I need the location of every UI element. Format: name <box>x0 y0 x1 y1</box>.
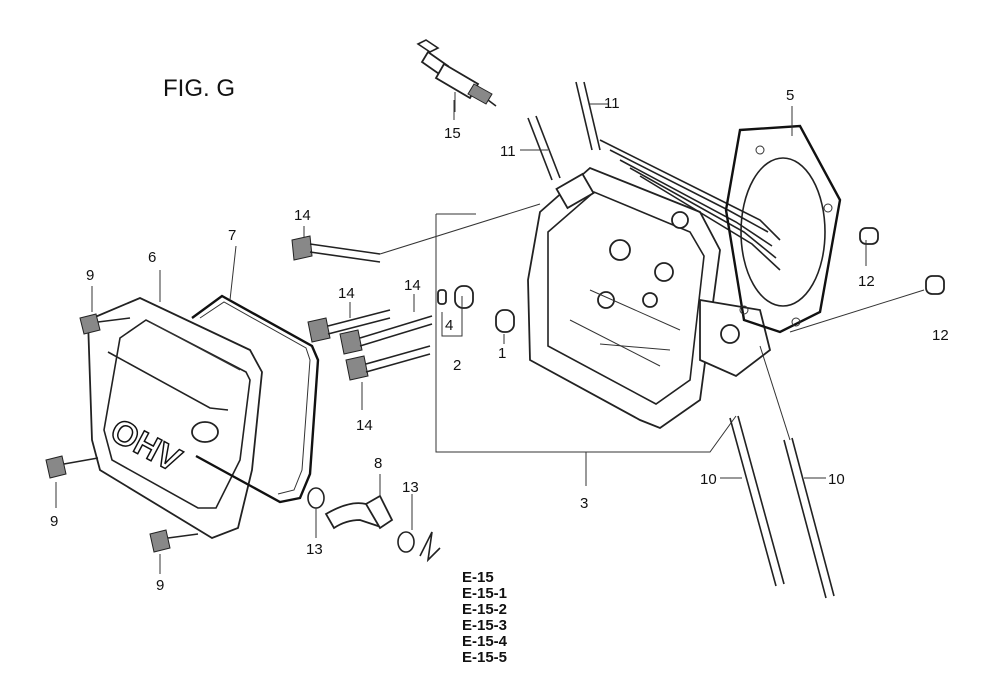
part-label-14-lower: 14 <box>356 417 373 434</box>
part-label-9-top: 9 <box>86 267 94 284</box>
stud-10-right <box>759 345 835 599</box>
part-label-12-b: 12 <box>932 327 949 344</box>
part-label-10-right: 10 <box>828 471 845 488</box>
stud-11-right <box>575 81 601 151</box>
part-label-14-long: 14 <box>294 207 311 224</box>
bolt-14-lower <box>345 345 431 381</box>
reference-code: E-15-2 <box>462 601 507 618</box>
bolt-14-upper <box>307 309 391 343</box>
part-label-5: 5 <box>786 87 794 104</box>
part-label-2: 2 <box>453 357 461 374</box>
bolt-14-mid <box>339 315 433 355</box>
stud-10-left <box>729 415 785 587</box>
dowel-12-a <box>859 227 879 245</box>
part-label-7: 7 <box>228 227 236 244</box>
part-label-8: 8 <box>374 455 382 472</box>
part-label-9-middle: 9 <box>50 513 58 530</box>
reference-code: E-15-5 <box>462 649 507 666</box>
reference-code: E-15-3 <box>462 617 507 634</box>
head-cover-gasket <box>191 294 320 504</box>
bracket-2-4 <box>441 296 463 337</box>
figure-title: FIG. G <box>163 75 235 102</box>
bracket-3 <box>435 214 737 453</box>
breather-tube <box>324 474 394 530</box>
part-label-15: 15 <box>444 125 461 142</box>
head-gasket <box>724 124 842 334</box>
spark-plug <box>416 39 497 112</box>
dowel-pins <box>437 285 515 333</box>
bolt-14-long <box>291 203 541 263</box>
stud-11-left <box>527 115 561 181</box>
part-label-1: 1 <box>498 345 506 362</box>
clip-13-left <box>307 487 325 509</box>
head-cover: OHV <box>87 297 263 539</box>
cylinder-head <box>527 139 781 430</box>
reference-code-list: E-15 E-15-1 E-15-2 E-15-3 E-15-4 E-15-5 <box>462 569 508 666</box>
part-label-11-left: 11 <box>500 143 516 160</box>
part-label-14-mid: 14 <box>404 277 421 294</box>
reference-code: E-15-1 <box>462 585 507 602</box>
part-label-9-bottom: 9 <box>156 577 164 594</box>
part-label-13-right: 13 <box>402 479 419 496</box>
bolt-9-middle <box>45 455 99 479</box>
part-label-11-right: 11 <box>604 95 620 112</box>
part-label-6: 6 <box>148 249 156 266</box>
part-label-13-left: 13 <box>306 541 323 558</box>
leader-lines <box>55 100 867 574</box>
clip-13-right <box>397 531 441 563</box>
reference-code: E-15-4 <box>462 633 508 650</box>
bolt-9-bottom <box>149 529 199 553</box>
dowel-12-b <box>789 275 945 333</box>
part-label-3: 3 <box>580 495 588 512</box>
part-label-10-left: 10 <box>700 471 717 488</box>
part-label-4: 4 <box>445 317 453 334</box>
part-label-12-a: 12 <box>858 273 875 290</box>
reference-code: E-15 <box>462 569 494 586</box>
bolt-9-top <box>79 313 131 335</box>
part-label-14-upper: 14 <box>338 285 355 302</box>
